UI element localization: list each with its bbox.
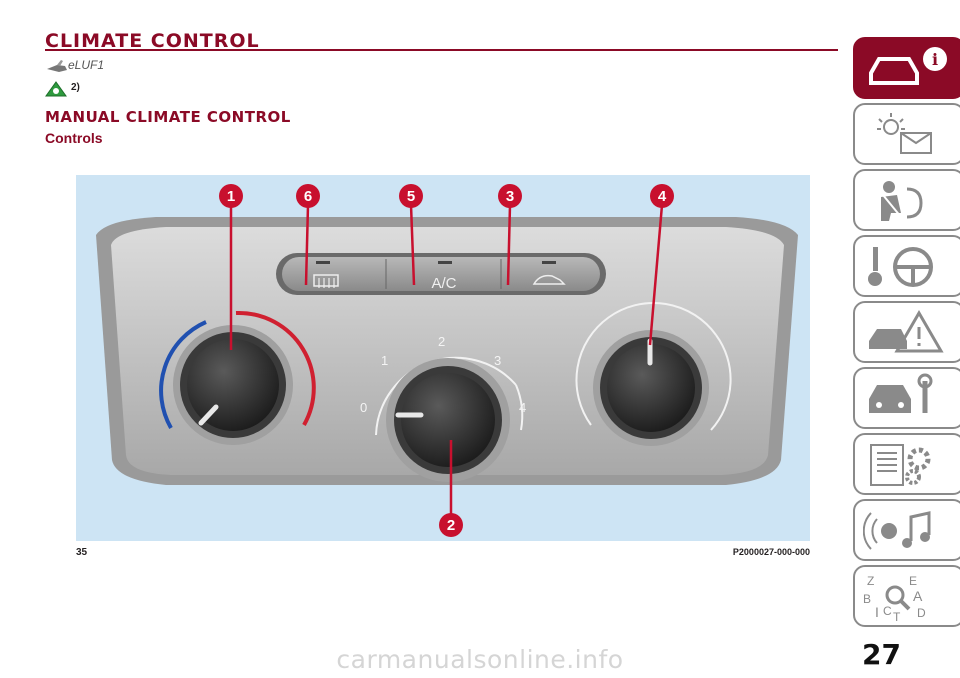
section-title: MANUAL CLIMATE CONTROL [45, 108, 291, 126]
callout-1: 1 [219, 184, 243, 208]
svg-text:B: B [863, 592, 871, 606]
breakdown-triangle-icon [869, 310, 944, 353]
warning-line: 2) [45, 81, 80, 97]
svg-text:i: i [932, 50, 938, 69]
climate-control-figure: A/C 0 1 2 3 4 [76, 175, 810, 541]
button-strip-face [282, 257, 600, 291]
hand-icon [47, 60, 67, 72]
title-rule [45, 49, 838, 51]
svg-text:E: E [909, 574, 917, 588]
tab-starting-driving[interactable] [853, 235, 960, 297]
key-steering-wheel-icon [868, 247, 933, 287]
svg-text:5: 5 [407, 188, 415, 205]
tab-multimedia[interactable] [853, 499, 960, 561]
climate-panel-illustration: A/C 0 1 2 3 4 [96, 184, 798, 537]
callout-2: 2 [439, 513, 463, 537]
svg-text:I: I [875, 604, 879, 620]
svg-text:D: D [917, 606, 926, 620]
svg-text:A: A [913, 588, 923, 604]
callout-5: 5 [399, 184, 423, 208]
warning-ref: 2) [71, 82, 80, 93]
car-wrench-icon [869, 373, 933, 413]
svg-text:2: 2 [447, 517, 455, 534]
fan-scale-3: 3 [494, 353, 501, 368]
subsection-title: Controls [45, 130, 103, 146]
temperature-knob[interactable] [159, 310, 316, 445]
environment-warning-icon [45, 81, 67, 97]
tab-maintenance[interactable] [853, 367, 960, 429]
page-number: 27 [862, 638, 901, 671]
tab-index[interactable]: Z E B A D I C T [853, 565, 960, 627]
fan-scale-4: 4 [519, 400, 526, 415]
svg-text:6: 6 [304, 188, 312, 205]
fan-scale-2: 2 [438, 334, 445, 349]
watermark: carmanualsonline.info [336, 645, 624, 674]
fan-speed-knob[interactable] [375, 356, 524, 482]
tab-emergency[interactable] [853, 301, 960, 363]
callout-3: 3 [498, 184, 522, 208]
rear-defrost-button[interactable] [313, 274, 339, 288]
tab-lights-messages[interactable] [853, 103, 960, 165]
air-distribution-knob[interactable] [575, 302, 732, 446]
code-label: eLUF1 [68, 58, 105, 72]
document-gear-icon [870, 444, 931, 486]
svg-text:1: 1 [227, 188, 235, 205]
figure-code: P2000027-000-000 [732, 547, 810, 557]
page-title: CLIMATE CONTROL [45, 30, 260, 52]
tab-car-info[interactable]: i [853, 37, 960, 99]
warning-light-envelope-icon [877, 113, 932, 154]
tab-safety[interactable] [853, 169, 960, 231]
svg-text:Z: Z [867, 574, 874, 588]
fan-scale-0: 0 [360, 400, 367, 415]
ac-button-label[interactable]: A/C [431, 275, 456, 292]
fan-scale-1: 1 [381, 353, 388, 368]
callout-6: 6 [296, 184, 320, 208]
svg-text:3: 3 [506, 188, 514, 205]
signal-music-icon [863, 511, 931, 550]
callout-4: 4 [650, 184, 674, 208]
svg-text:C: C [883, 604, 892, 618]
code-line: eLUF1 [45, 57, 105, 75]
seatbelt-airbag-icon [881, 181, 923, 221]
svg-text:4: 4 [658, 188, 667, 205]
alphabet-search-icon: Z E B A D I C T [863, 574, 926, 623]
tab-technical-data[interactable] [853, 433, 960, 495]
recirculation-button[interactable] [532, 274, 566, 285]
svg-text:T: T [893, 610, 901, 623]
figure-number: 35 [76, 547, 88, 558]
car-info-icon: i [869, 47, 947, 85]
